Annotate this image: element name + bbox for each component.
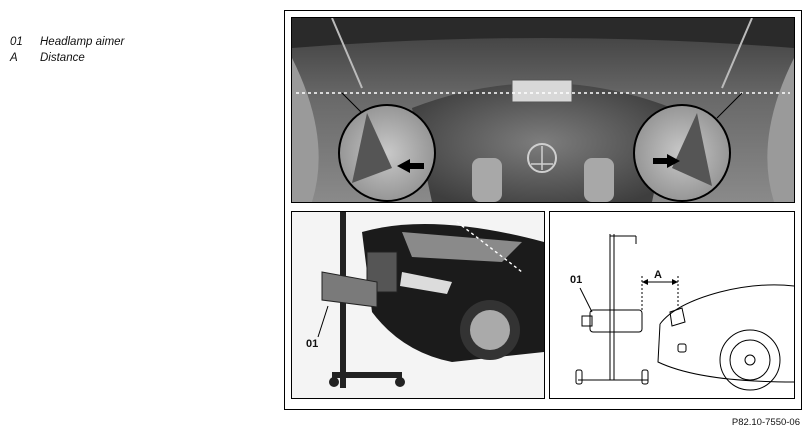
legend-item: 01 Headlamp aimer <box>10 34 124 50</box>
legend-key: 01 <box>10 36 23 48</box>
callout-aimer: 01 <box>306 338 319 350</box>
car-aimer-illustration <box>292 212 544 398</box>
engine-bay-illustration <box>292 18 794 202</box>
legend: 01 Headlamp aimer A Distance <box>10 34 124 66</box>
engine-bay-photo <box>291 17 795 203</box>
legend-text: Distance <box>40 52 85 64</box>
figure-reference: P82.10-7550-06 <box>731 417 800 428</box>
figure-frame: 01 <box>284 10 802 410</box>
legend-text: Headlamp aimer <box>40 36 125 48</box>
legend-item: A Distance <box>10 50 124 66</box>
callout-distance: A <box>654 269 662 281</box>
legend-key: A <box>10 52 18 64</box>
distance-diagram: 01 A <box>549 211 795 399</box>
distance-line-drawing <box>575 234 794 391</box>
car-with-aimer-photo: 01 <box>291 211 545 399</box>
callout-aimer: 01 <box>570 274 583 286</box>
